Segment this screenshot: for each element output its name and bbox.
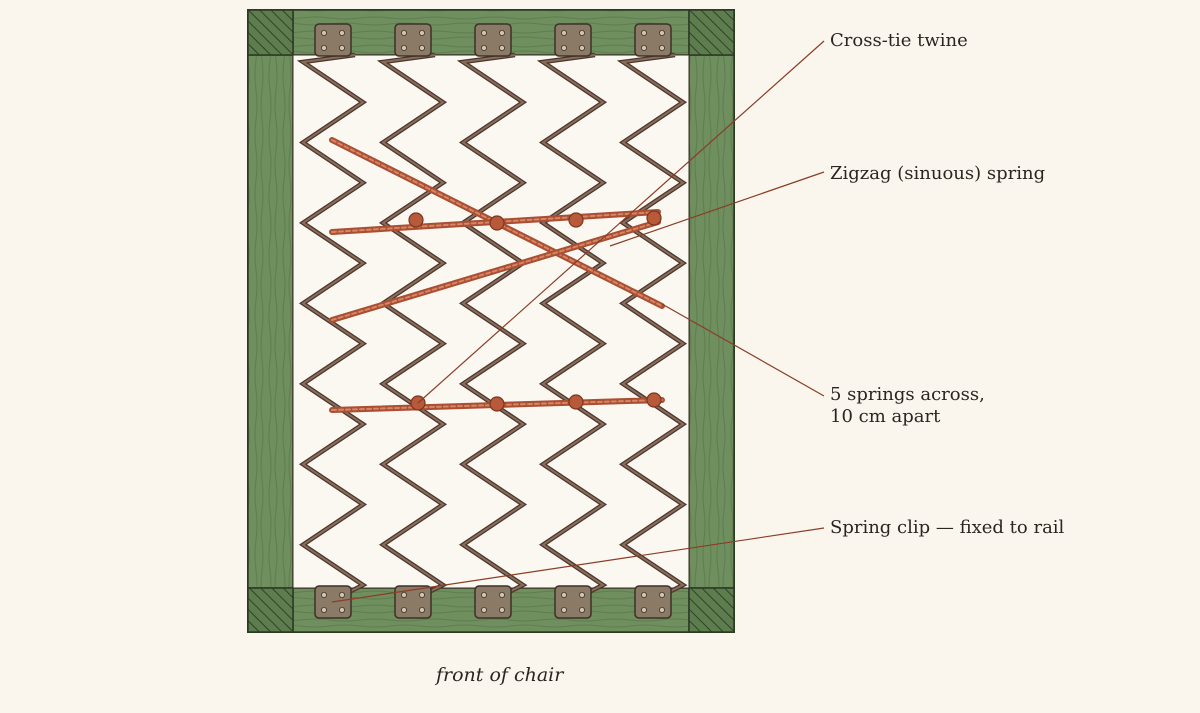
clip-screw [659,607,666,614]
corner-block [247,587,294,633]
diagonal-twine-2-texture [331,221,659,321]
spring-clip [474,23,512,57]
clip-screw [400,29,407,36]
spring-clip [554,585,592,619]
clip-screw [641,592,648,599]
left-rail [247,54,294,589]
twine-knot [489,396,505,412]
clip-screw [498,29,505,36]
leader-springs [661,303,825,397]
callout-cross-tie-twine: Cross-tie twine [830,30,968,51]
spring-clip [394,23,432,57]
caption-front-of-chair: front of chair [436,664,564,686]
clip-screw [338,592,345,599]
clip-screw [579,592,586,599]
clip-plate [314,23,352,57]
zigzag-spring [620,54,685,601]
clip-screw [338,607,345,614]
clip-screw [561,592,568,599]
front-spring-clips [314,585,672,619]
clip-screw [418,607,425,614]
spring-clip [474,585,512,619]
clip-screw [659,29,666,36]
clip-plate [554,585,592,619]
clip-screw [480,45,487,52]
callout-springs-line2: 10 cm apart [830,406,941,427]
twine-knot [408,212,424,228]
clip-screw [480,29,487,36]
spring-clip [634,585,672,619]
clip-plate [554,23,592,57]
clip-screw [498,45,505,52]
clip-screw [561,45,568,52]
callout-spring-clip: Spring clip — fixed to rail [830,517,1065,538]
clip-screw [641,45,648,52]
twine-knot [646,210,662,226]
clip-screw [320,607,327,614]
spring-clip [634,23,672,57]
clip-plate [474,585,512,619]
callout-springs-line1: 5 springs across, [830,384,985,405]
spring-clip [314,23,352,57]
spring-clip [554,23,592,57]
spring-clip [394,585,432,619]
zigzag-spring [540,54,605,601]
clip-screw [561,607,568,614]
zigzag-spring [300,54,365,601]
cross-tie-twine [329,137,665,413]
back-spring-clips [314,23,672,57]
clip-screw [320,29,327,36]
clip-screw [498,592,505,599]
zigzag-springs [296,52,688,603]
corner-block [688,587,735,633]
clip-screw [561,29,568,36]
clip-screw [400,592,407,599]
clip-screw [418,592,425,599]
clip-screw [659,592,666,599]
clip-screw [480,592,487,599]
clip-screw [400,45,407,52]
clip-plate [474,23,512,57]
corner-block [688,9,735,56]
zigzag-spring [380,54,445,601]
twine-knot [646,392,662,408]
clip-plate [634,23,672,57]
callout-zigzag-spring: Zigzag (sinuous) spring [830,163,1046,184]
clip-screw [418,45,425,52]
clip-screw [579,607,586,614]
clip-screw [579,45,586,52]
clip-screw [400,607,407,614]
leader-lines [331,40,825,603]
clip-screw [641,29,648,36]
clip-plate [394,23,432,57]
clip-screw [320,45,327,52]
clip-plate [634,585,672,619]
clip-screw [338,29,345,36]
right-rail [688,54,735,589]
clip-screw [480,607,487,614]
clip-screw [338,45,345,52]
twine-knot [568,394,584,410]
clip-screw [320,592,327,599]
clip-screw [641,607,648,614]
clip-screw [418,29,425,36]
clip-screw [498,607,505,614]
leader-clip [331,527,825,603]
leader-cross-tie [417,40,825,404]
leader-zigzag [609,171,825,247]
clip-screw [579,29,586,36]
clip-screw [659,45,666,52]
twine-knot [489,215,505,231]
corner-block [247,9,294,56]
clip-plate [394,585,432,619]
zigzag-spring [460,54,525,601]
twine-knot [568,212,584,228]
